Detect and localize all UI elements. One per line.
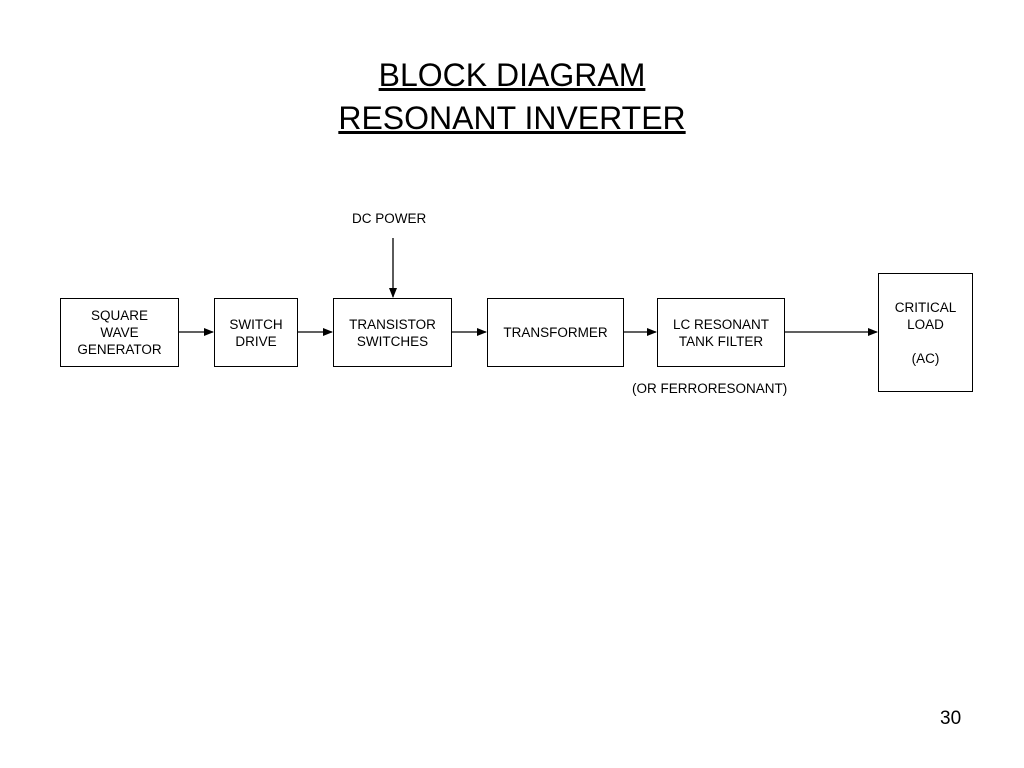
slide-title-line-2: RESONANT INVERTER	[338, 100, 686, 136]
slide-title-line-1: BLOCK DIAGRAM	[378, 57, 646, 93]
page-number: 30	[940, 708, 962, 729]
transformer-block: TRANSFORMER	[487, 298, 624, 367]
critical-load-block: CRITICAL LOAD (AC)	[878, 273, 973, 392]
square-wave-generator-block: SQUARE WAVE GENERATOR	[60, 298, 179, 367]
block-label: TRANSFORMER	[503, 325, 608, 340]
transistor-switches-block: TRANSISTOR SWITCHES	[333, 298, 452, 367]
dc-power-label: DC POWER	[352, 211, 427, 226]
block-label: SWITCH DRIVE	[229, 316, 283, 349]
block-label: TRANSISTOR SWITCHES	[349, 316, 436, 349]
block-label: SQUARE WAVE GENERATOR	[77, 308, 162, 357]
block-label: CRITICAL LOAD (AC)	[894, 300, 957, 366]
block-label: LC RESONANT TANK FILTER	[672, 316, 770, 349]
ferroresonant-note: (OR FERRORESONANT)	[632, 381, 788, 396]
lc-resonant-tank-filter-block: LC RESONANT TANK FILTER	[657, 298, 785, 367]
switch-drive-block: SWITCH DRIVE	[214, 298, 298, 367]
